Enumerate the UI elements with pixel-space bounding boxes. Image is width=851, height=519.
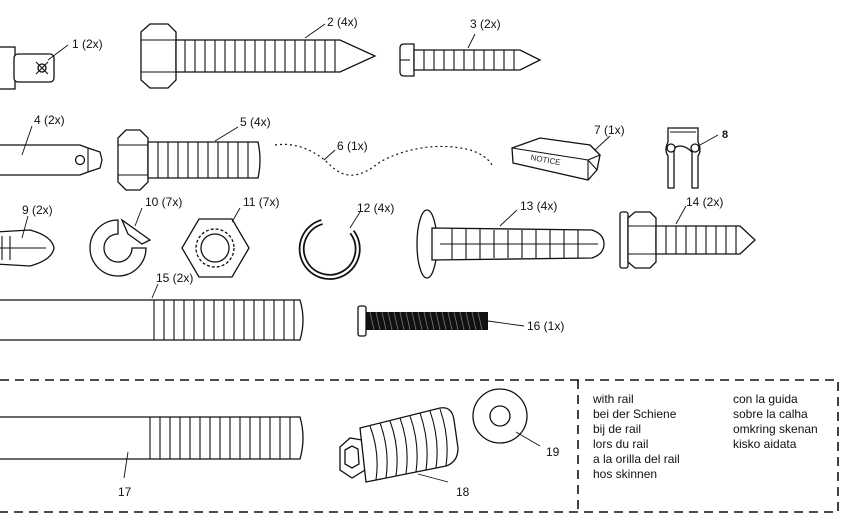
part-3-label: 3 (2x) [470,17,501,31]
rail-note-col1-line-3: bij de rail [593,422,641,436]
part-5-threads [157,142,249,178]
rail-note-col1-line-2: bei der Schiene [593,407,677,421]
part-7-label: 7 (1x) [594,123,625,137]
part-5-hex-bolt: 5 (4x) [117,115,271,191]
part-8-label: 8 [722,129,728,141]
part-15-threads [153,300,295,340]
part-1-clevis-pin: 1 (2x) [0,37,103,90]
part-19-label: 19 [546,445,560,459]
part-2-threads [184,40,336,72]
part-5-label: 5 (4x) [240,115,271,129]
rail-note-col1-line-4: lors du rail [593,437,648,451]
part-2-hex-bolt: 2 (4x) [140,15,377,89]
part-15-label: 15 (2x) [156,271,193,285]
part-7-notice-block: NOTICE 7 (1x) [511,123,625,181]
part-6-rope: 6 (1x) [274,139,494,177]
part-11-hex-nut: 11 (7x) [181,195,279,278]
part-17-threaded-rod: 17 [0,416,304,499]
rail-note-col1-line-1: with rail [592,392,634,406]
part-15-threaded-rod: 15 (2x) [0,271,304,341]
part-18-threaded-insert: 18 [339,407,470,499]
rail-note-col2-line-2: sobre la calha [733,407,808,421]
part-12-retaining-ring: 12 (4x) [298,201,394,280]
part-3-pan-head-screw: 3 (2x) [399,17,542,77]
part-8-u-clip: 8 [665,127,728,189]
rail-note-col2-line-4: kisko aidata [733,437,797,451]
part-18-label: 18 [456,485,470,499]
part-18-threads [369,408,448,481]
part-3-threads [423,50,515,70]
part-10-label: 10 (7x) [145,195,182,209]
rail-note: with rail bei der Schiene bij de rail lo… [592,392,818,481]
part-11-label: 11 (7x) [243,195,279,209]
part-14-flange-screw: 14 (2x) [619,195,756,269]
part-2-label: 2 (4x) [327,15,358,29]
part-17-threads [149,417,291,459]
part-4-label: 4 (2x) [34,113,65,127]
rail-group-frame [0,379,839,513]
part-9-split-pin: 9 (2x) [0,203,55,267]
part-9-label: 9 (2x) [22,203,53,217]
part-17-label: 17 [118,485,132,499]
part-16-machine-screw: 16 (1x) [357,305,564,337]
part-13-wall-anchor: 13 (4x) [416,199,605,279]
part-13-label: 13 (4x) [520,199,557,213]
part-12-label: 12 (4x) [357,201,394,215]
rail-note-col2-line-3: omkring skenan [733,422,818,436]
part-16-label: 16 (1x) [527,319,564,333]
part-1-label: 1 (2x) [72,37,103,51]
rail-note-col1-line-5: a la orilla del rail [593,452,680,466]
part-19-flat-washer: 19 [472,388,560,459]
part-6-label: 6 (1x) [337,139,368,153]
part-10-lock-washer: 10 (7x) [89,195,182,277]
part-13-ribs [451,229,579,259]
rail-note-col1-line-6: hos skinnen [593,467,657,481]
part-14-label: 14 (2x) [686,195,723,209]
rail-note-col2-line-1: con la guida [733,392,798,406]
part-14-threads [665,226,737,254]
part-4-flat-bar: 4 (2x) [0,113,103,176]
